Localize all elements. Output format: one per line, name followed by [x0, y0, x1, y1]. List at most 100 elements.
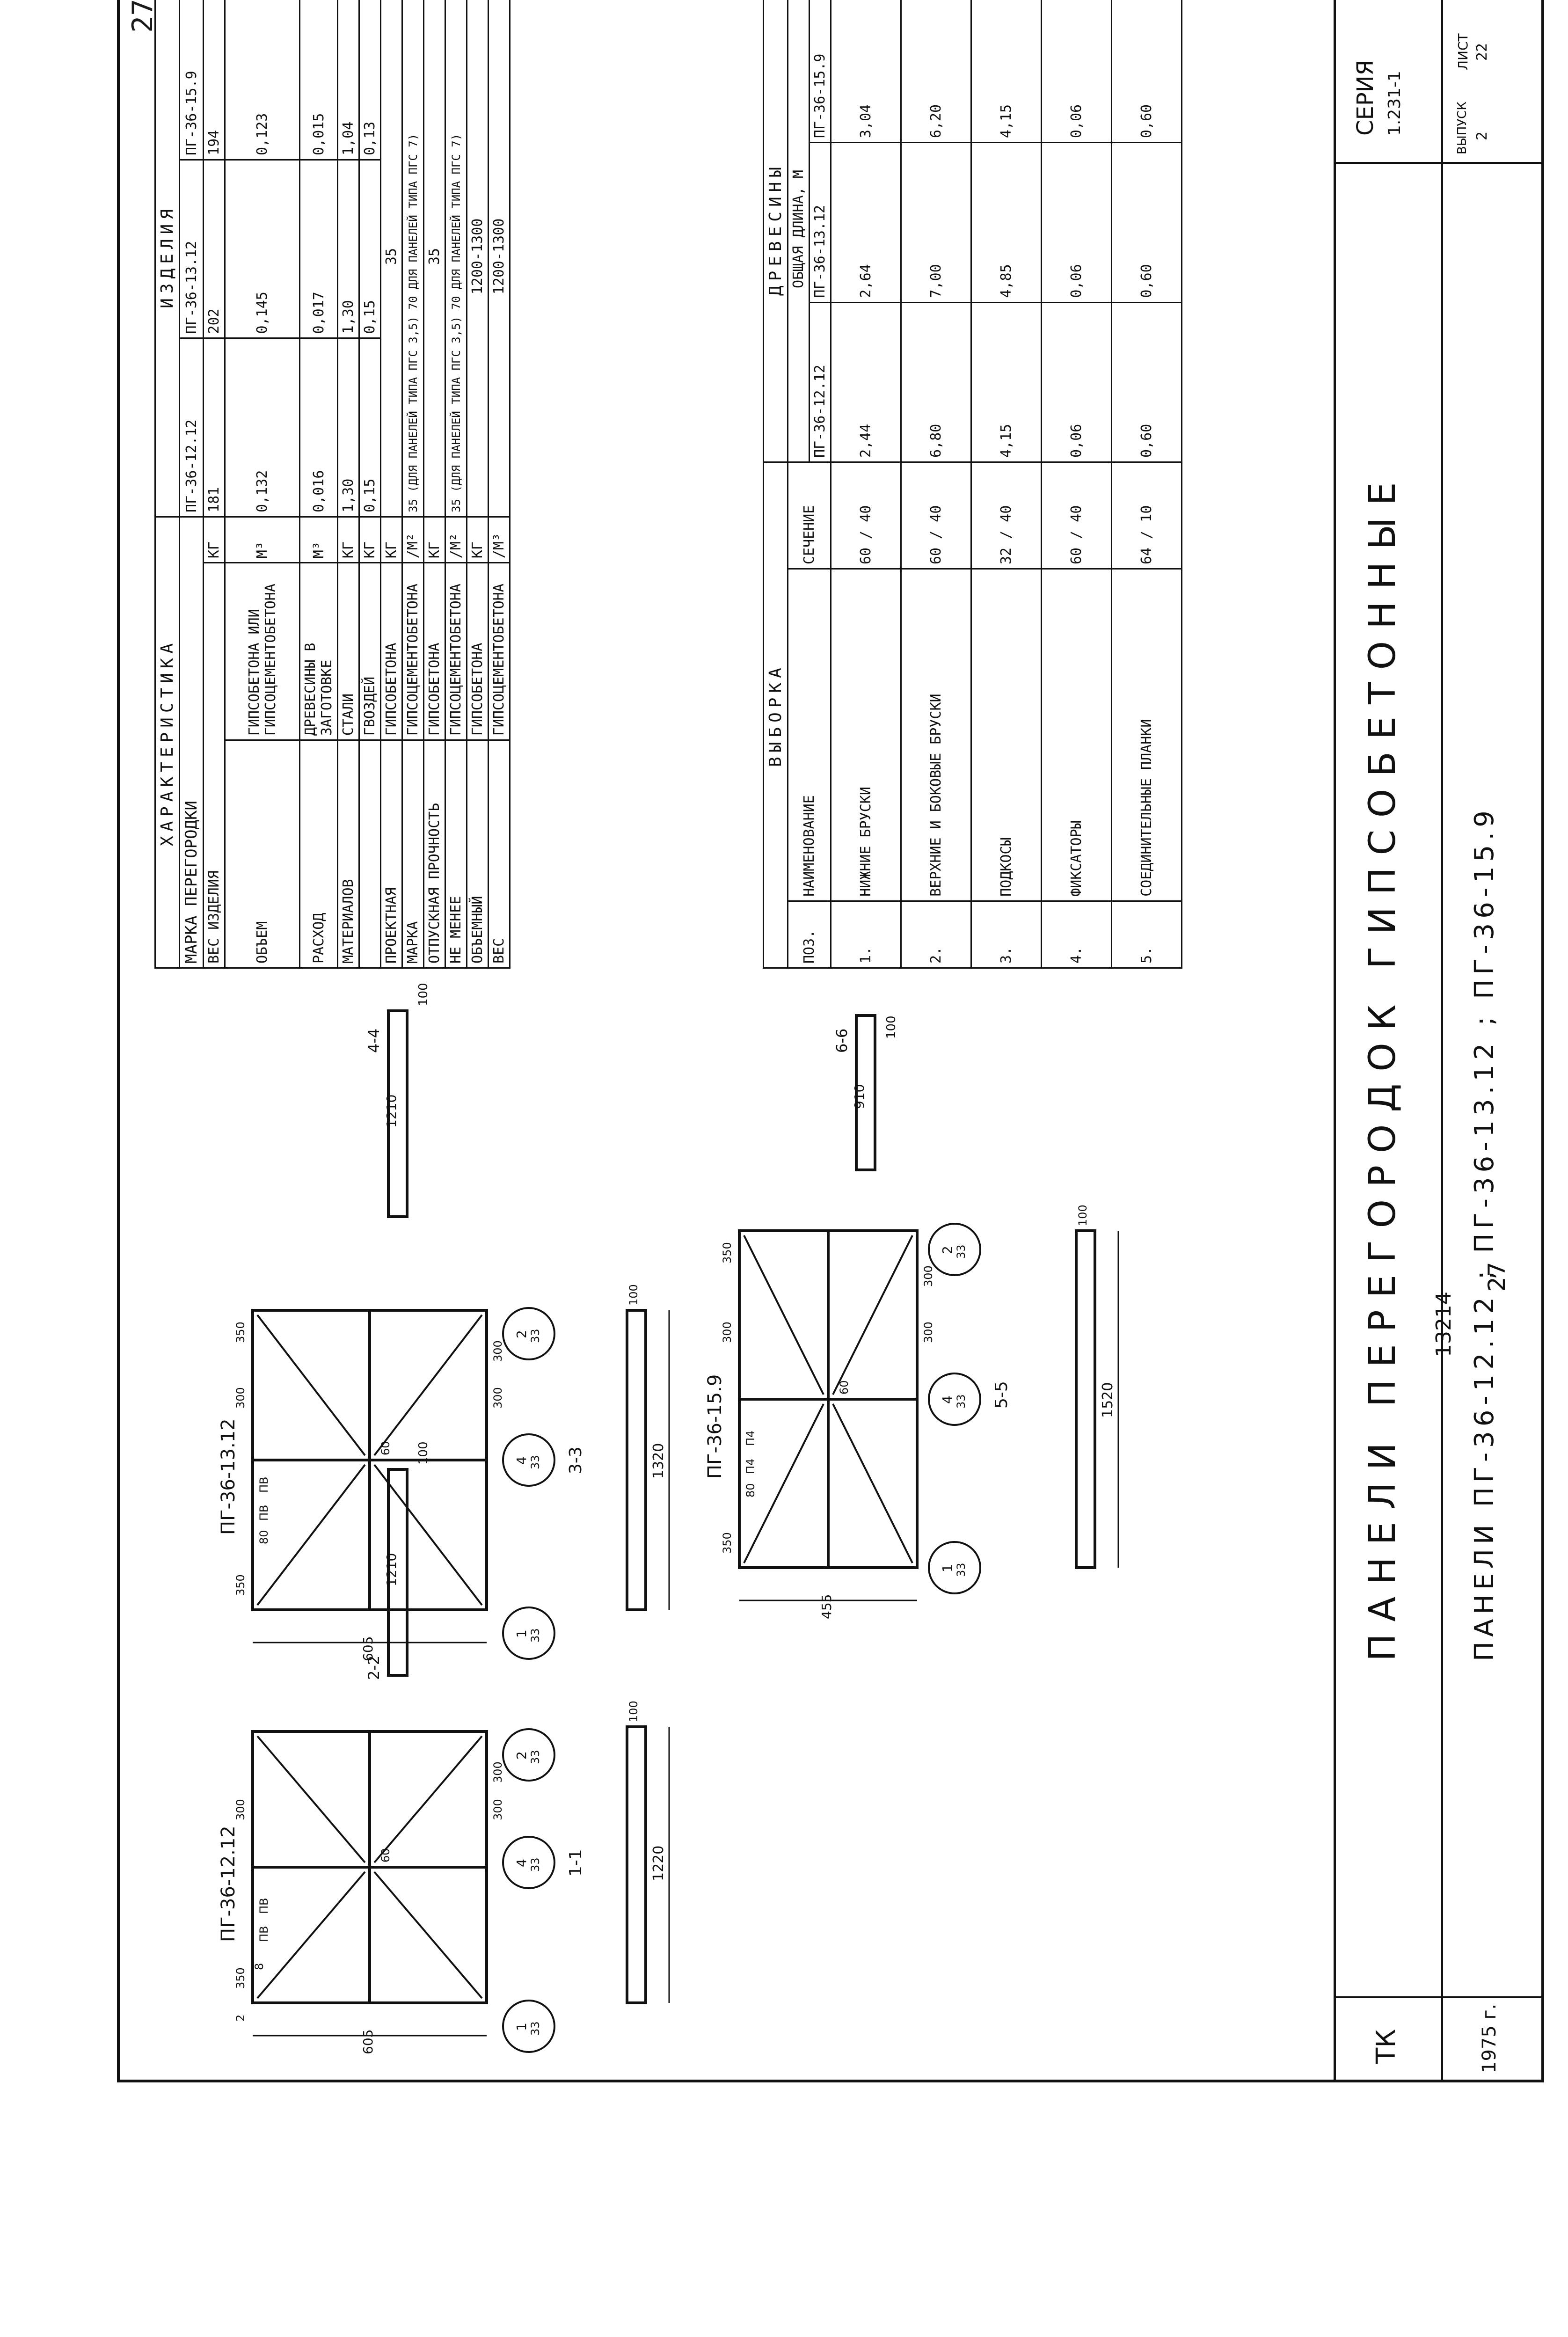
- callout-b1-bottom: 33: [529, 1628, 542, 1643]
- panel-b-d300b: 300: [491, 1387, 504, 1409]
- callout-a2-bottom: 33: [529, 1750, 542, 1764]
- panel-c-d80: 80: [744, 1483, 757, 1497]
- table-row: ПРОЕКТНАЯ ГИПСОБЕТОНА КГ 35: [380, 0, 402, 968]
- year: 1975 г.: [1479, 2003, 1500, 2073]
- series-value: 1.231-1: [1385, 71, 1404, 136]
- sel-col-3: ПГ-36-15.9: [809, 0, 831, 143]
- sel-title: ВЫБОРКА: [763, 462, 788, 968]
- panel-a-height: 605: [360, 2029, 376, 2054]
- panel-a-width: 1220: [650, 1845, 667, 1881]
- panel-b-mark: ПГ-36-13.12: [218, 1418, 239, 1535]
- section-6-6-thick: 100: [884, 1015, 898, 1039]
- panel-a-d350: 350: [234, 1967, 247, 1989]
- callout-b4-bottom: 33: [529, 1455, 542, 1469]
- table-row: МАТЕРИАЛОВ СТАЛИ КГ 1,30 1,30 1,04: [337, 0, 359, 968]
- panel-b-d350b: 350: [234, 1322, 247, 1343]
- callout-c2-top: 2: [940, 1246, 955, 1254]
- section-6-6-length: 910: [852, 1084, 867, 1109]
- table-row: 2. ВЕРХНИЕ И БОКОВЫЕ БРУСКИ 60 / 40 6,80…: [901, 0, 971, 968]
- characteristics-table: ХАРАКТЕРИСТИКА ИЗДЕЛИЯ МАРКА ПЕРЕГОРОДКИ…: [154, 0, 511, 969]
- panel-b-d300a: 300: [234, 1387, 247, 1409]
- sel-col-1: ПГ-36-12.12: [809, 302, 831, 462]
- char-col-1: ПГ-36-12.12: [179, 338, 204, 517]
- series-label: СЕРИЯ: [1352, 59, 1378, 136]
- panel-b-d60: 60: [379, 1441, 392, 1455]
- callout-a4-top: 4: [514, 1859, 529, 1867]
- panel-c-d350b: 350: [721, 1242, 734, 1263]
- panel-b-d350a: 350: [234, 1574, 247, 1596]
- section-2-2: [387, 1468, 408, 1677]
- sub-title: ПАНЕЛИ ПГ-36-12.12 ; ПГ-36-13.12 ; ПГ-36…: [1469, 806, 1500, 1661]
- rotated-drawing-frame: 27: [117, 0, 1544, 2082]
- table-row: РАСХОД ДРЕВЕСИНЫ В ЗАГОТОВКЕ М³ 0,016 0,…: [299, 0, 338, 968]
- panel-c-tick-1: П4: [744, 1458, 757, 1474]
- section-4-4-label: 4-4: [365, 1028, 383, 1053]
- panel-c-tick-2: П4: [744, 1430, 757, 1446]
- sheet-label: ЛИСТ: [1455, 33, 1471, 70]
- panel-b-tick-2: ПВ: [257, 1476, 270, 1493]
- margin-note-number: 13214: [1432, 1292, 1456, 1357]
- panel-b-d300c: 300: [491, 1340, 504, 1362]
- section-1-1-label: 1-1: [566, 1849, 585, 1877]
- panel-b-height: 605: [360, 1636, 376, 1661]
- callout-b2-bottom: 33: [529, 1329, 542, 1343]
- panel-c-height: 455: [819, 1594, 834, 1619]
- panel-b-d80: 80: [257, 1530, 270, 1544]
- issue-value: 2: [1474, 131, 1490, 140]
- callout-a1-top: 1: [514, 2023, 529, 2031]
- callout-c1-top: 1: [940, 1564, 955, 1572]
- section-5-5-strip: [1075, 1229, 1096, 1569]
- char-col-mark: МАРКА ПЕРЕГОРОДКИ: [179, 517, 204, 968]
- char-group-header: ИЗДЕЛИЯ: [155, 0, 180, 517]
- callout-b1-top: 1: [514, 1629, 529, 1638]
- panel-a-d300a: 300: [234, 1799, 247, 1820]
- issue-label: ВЫПУСК: [1455, 102, 1469, 154]
- panel-drawings: [251, 1009, 1119, 2053]
- table-row: 4. ФИКСАТОРЫ 60 / 40 0,06 0,06 0,06: [1041, 0, 1112, 968]
- panel-c-d350a: 350: [721, 1532, 734, 1554]
- table-row: ВЕС ГИПСОЦЕМЕНТОБЕТОНА /М³ 1200-1300: [488, 0, 510, 968]
- panel-c-d300b: 300: [922, 1322, 935, 1343]
- section-6-6-label: 6-6: [833, 1028, 851, 1053]
- section-3-3-thick: 100: [627, 1284, 640, 1306]
- panel-a-tick-2: ПВ: [257, 1898, 270, 1914]
- margin-note-corner: 27: [1483, 1262, 1510, 1292]
- callout-b4-top: 4: [514, 1456, 529, 1465]
- panel-a-mark: ПГ-36-12.12: [218, 1826, 239, 1942]
- sel-group-header: ДРЕВЕСИНЫ: [763, 0, 788, 462]
- callout-b2-top: 2: [514, 1330, 529, 1338]
- char-col-2: ПГ-36-13.12: [179, 160, 204, 338]
- section-3-3-strip: [626, 1309, 647, 1611]
- table-row: МАРКА ГИПСОЦЕМЕНТОБЕТОНА /М² 35 (ДЛЯ ПАН…: [402, 0, 424, 968]
- table-row: ГВОЗДЕЙ КГ 0,15 0,15 0,13: [359, 0, 381, 968]
- title-block: ТК 1975 г. ПАНЕЛИ ПЕРЕГОРОДОК ГИПСОБЕТОН…: [1334, 0, 1544, 2082]
- table-row: ОТПУСКНАЯ ПРОЧНОСТЬ ГИПСОБЕТОНА КГ 35: [423, 0, 445, 968]
- table-row: 3. ПОДКОСЫ 32 / 40 4,15 4,85 4,15: [971, 0, 1042, 968]
- section-5-5-thick: 100: [1076, 1205, 1089, 1226]
- panel-a-d2: 2: [234, 2014, 247, 2022]
- callout-c4-top: 4: [940, 1395, 955, 1404]
- section-3-3-label: 3-3: [566, 1446, 585, 1474]
- section-6-6: [855, 1014, 876, 1171]
- callout-a1-bottom: 33: [529, 2021, 542, 2036]
- panel-a-d60: 60: [379, 1848, 392, 1862]
- table-row: 1. НИЖНИЕ БРУСКИ 60 / 40 2,44 2,64 3,04: [831, 0, 901, 968]
- panel-a-d300c: 300: [491, 1761, 504, 1783]
- sel-col-name: НАИМЕНОВАНИЕ: [788, 569, 831, 901]
- section-2-2-length: 1210: [384, 1553, 399, 1586]
- section-5-5-label: 5-5: [992, 1381, 1011, 1409]
- section-1-1-strip: [626, 1725, 647, 2004]
- section-4-4: [387, 1009, 408, 1218]
- sel-sub-header: ОБЩАЯ ДЛИНА, М: [788, 0, 810, 462]
- section-4-4-thick: 100: [416, 983, 430, 1006]
- org-code: ТК: [1371, 2029, 1401, 2064]
- panel-c-d300c: 300: [922, 1265, 935, 1287]
- panel-a-d8: 8: [253, 1963, 266, 1970]
- table-row: НЕ МЕНЕЕ ГИПСОЦЕМЕНТОБЕТОНА /М² 35 (ДЛЯ …: [445, 0, 467, 968]
- sheet-value: 22: [1474, 43, 1490, 61]
- panel-c-d300a: 300: [721, 1322, 734, 1343]
- panel-c-width: 1520: [1100, 1382, 1116, 1418]
- section-2-2-thick: 100: [416, 1441, 430, 1465]
- panel-b-width: 1320: [650, 1443, 667, 1479]
